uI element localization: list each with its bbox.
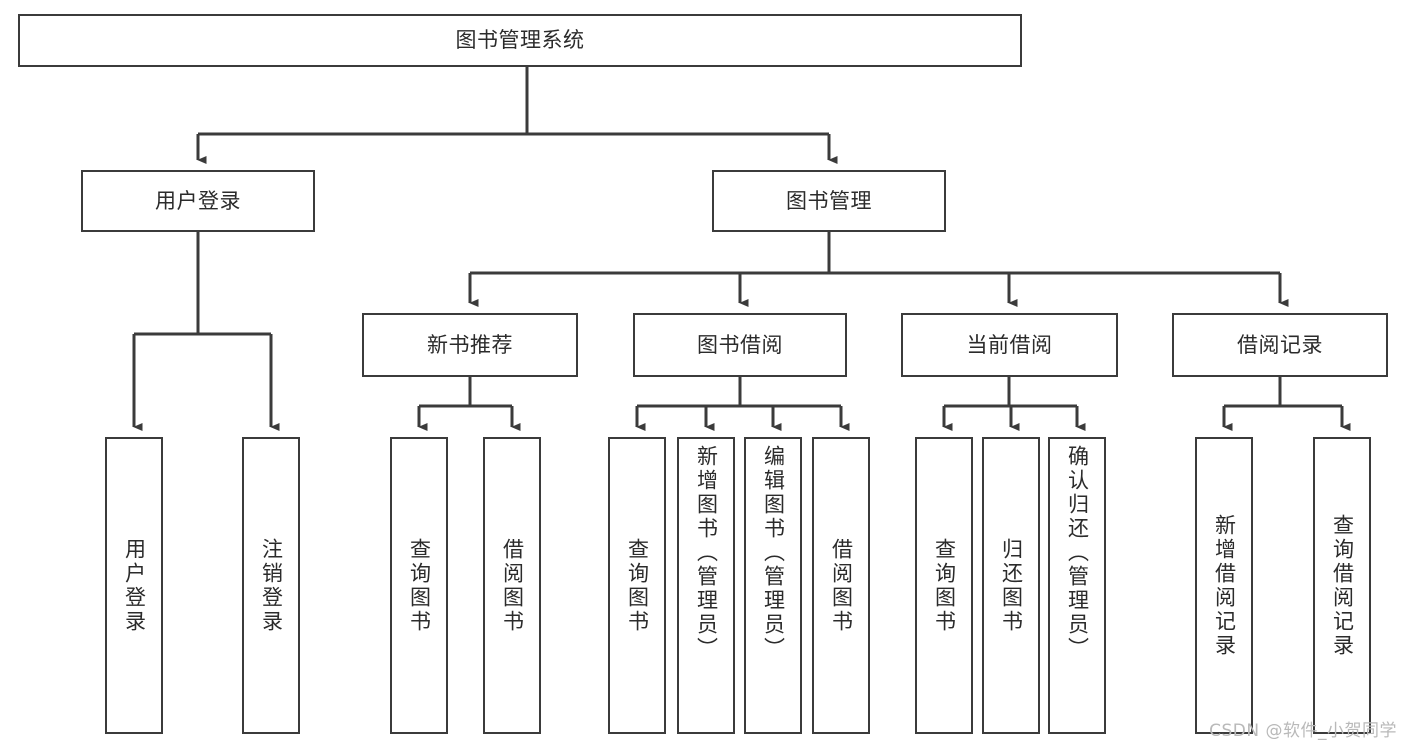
node-leaf-query-record[interactable]: 查询借阅记录 <box>1313 437 1371 734</box>
node-label-book-borrow: 图书借阅 <box>697 332 783 357</box>
node-book-borrow[interactable]: 图书借阅 <box>633 313 847 377</box>
node-label-leaf-borrow-book-bor: 借阅图书 <box>829 537 854 634</box>
node-leaf-logout[interactable]: 注销登录 <box>242 437 300 734</box>
node-label-root: 图书管理系统 <box>455 28 585 53</box>
node-label-leaf-query-book-bor: 查询图书 <box>625 537 650 634</box>
node-label-leaf-query-book-rec: 查询图书 <box>407 537 432 634</box>
node-leaf-add-record[interactable]: 新增借阅记录 <box>1195 437 1253 734</box>
node-label-current-borrow: 当前借阅 <box>966 332 1053 357</box>
node-leaf-borrow-book-bor[interactable]: 借阅图书 <box>812 437 870 734</box>
node-label-leaf-edit-book: 编辑图书（管理员） <box>761 445 786 661</box>
node-user-login[interactable]: 用户登录 <box>81 170 315 232</box>
node-leaf-query-book-rec[interactable]: 查询图书 <box>390 437 448 734</box>
node-label-borrow-record: 借阅记录 <box>1237 332 1323 357</box>
node-label-leaf-user-login: 用户登录 <box>122 537 147 634</box>
node-leaf-query-book-bor[interactable]: 查询图书 <box>608 437 666 734</box>
node-leaf-add-book[interactable]: 新增图书（管理员） <box>677 437 735 734</box>
node-label-leaf-add-record: 新增借阅记录 <box>1212 513 1237 658</box>
node-leaf-confirm-return[interactable]: 确认归还（管理员） <box>1048 437 1106 734</box>
node-label-leaf-query-book-cur: 查询图书 <box>932 537 957 634</box>
node-label-leaf-borrow-book-rec: 借阅图书 <box>500 537 525 634</box>
node-label-user-login: 用户登录 <box>155 188 241 213</box>
node-label-leaf-return-book: 归还图书 <box>999 537 1024 634</box>
node-root[interactable]: 图书管理系统 <box>18 14 1022 67</box>
node-label-book-manage: 图书管理 <box>786 188 872 213</box>
node-current-borrow[interactable]: 当前借阅 <box>901 313 1118 377</box>
node-leaf-borrow-book-rec[interactable]: 借阅图书 <box>483 437 541 734</box>
node-label-leaf-confirm-return: 确认归还（管理员） <box>1065 445 1090 661</box>
node-label-leaf-logout: 注销登录 <box>259 537 284 634</box>
node-new-book-recommend[interactable]: 新书推荐 <box>362 313 578 377</box>
node-leaf-return-book[interactable]: 归还图书 <box>982 437 1040 734</box>
node-leaf-query-book-cur[interactable]: 查询图书 <box>915 437 973 734</box>
node-book-manage[interactable]: 图书管理 <box>712 170 946 232</box>
node-label-leaf-query-record: 查询借阅记录 <box>1330 513 1355 658</box>
node-leaf-edit-book[interactable]: 编辑图书（管理员） <box>744 437 802 734</box>
node-label-leaf-add-book: 新增图书（管理员） <box>694 445 719 661</box>
node-label-new-book-recommend: 新书推荐 <box>427 332 513 357</box>
node-borrow-record[interactable]: 借阅记录 <box>1172 313 1388 377</box>
node-leaf-user-login[interactable]: 用户登录 <box>105 437 163 734</box>
